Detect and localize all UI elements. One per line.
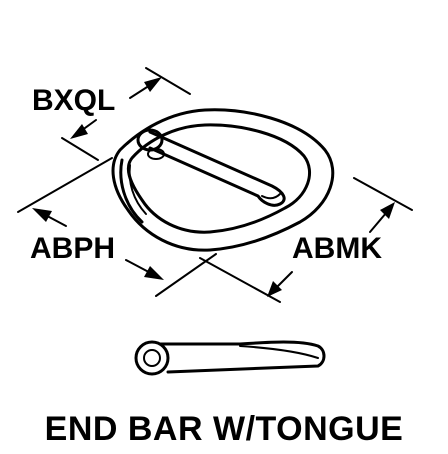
abmk-extension-line-lower (199, 257, 281, 303)
side-view-end-bar-outer (134, 340, 170, 376)
bxql-arrow-lower (70, 124, 88, 139)
dimension-abph: ABPH (17, 157, 217, 297)
bxql-arrow-upper (144, 77, 162, 92)
buckle-end-bar-inner (128, 164, 147, 215)
abph-extension-line-left (17, 157, 113, 213)
abph-arrow-left (32, 208, 52, 222)
abmk-arrow-upper (380, 202, 395, 219)
buckle-tongue-loop-inner (147, 148, 165, 160)
side-view-tongue-edge (239, 345, 319, 359)
abph-extension-line-right (155, 253, 217, 297)
bxql-label: BXQL (32, 84, 115, 117)
buckle-isometric (111, 108, 335, 252)
bxql-extension-line-left (61, 137, 99, 161)
dimension-abmk: ABMK (199, 177, 413, 303)
side-view-end-bar-inner (143, 349, 161, 367)
abmk-label: ABMK (292, 232, 382, 265)
bxql-extension-line-right (145, 67, 191, 95)
abph-arrow-right (144, 266, 164, 280)
buckle-frame-inner (126, 123, 312, 234)
buckle-end-bar (119, 158, 144, 224)
figure-caption: END BAR W/TONGUE (45, 410, 404, 448)
buckle-tongue (148, 130, 286, 207)
abph-label: ABPH (30, 232, 115, 265)
side-view-tongue (158, 340, 326, 374)
buckle-side-view (134, 340, 326, 376)
buckle-tongue-tip (261, 193, 281, 200)
buckle-frame-outer (111, 108, 335, 252)
dimension-bxql: BXQL (32, 67, 191, 161)
abmk-arrow-lower (267, 281, 282, 297)
abmk-extension-line-upper (353, 177, 413, 211)
